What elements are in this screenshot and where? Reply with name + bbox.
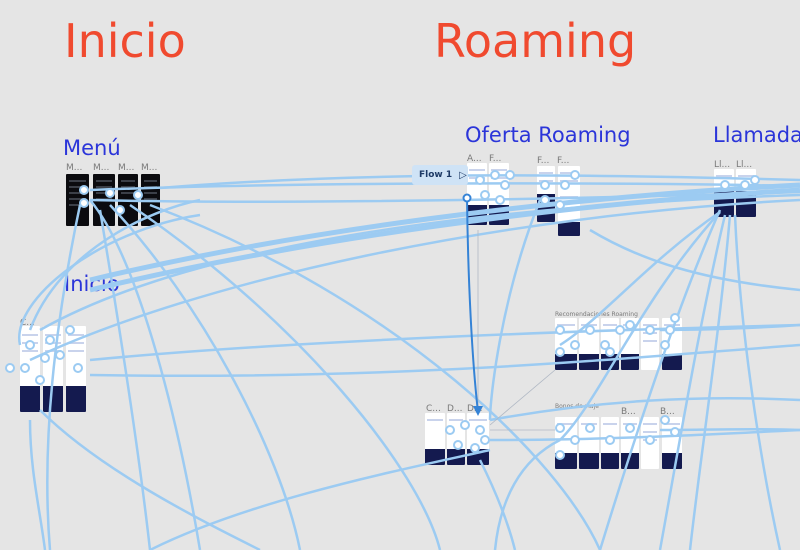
- frame-label[interactable]: A...: [467, 154, 482, 164]
- frame-label[interactable]: M...: [93, 163, 110, 173]
- play-icon[interactable]: ▷: [459, 169, 467, 181]
- frame-label[interactable]: F...: [537, 156, 550, 166]
- section-title-inicio: Inicio: [64, 14, 186, 68]
- flow-start-button[interactable]: Flow 1 ▷: [412, 165, 468, 185]
- frame-label[interactable]: D...: [447, 404, 463, 414]
- frame-label[interactable]: B...: [660, 407, 675, 417]
- section-title-roaming: Roaming: [434, 14, 637, 68]
- frame-label[interactable]: C...: [426, 404, 441, 414]
- group-title-llamada[interactable]: Llamada: [713, 123, 800, 147]
- frame-label[interactable]: M...: [66, 163, 83, 173]
- frame-label[interactable]: F...: [489, 154, 502, 164]
- inicio-frame[interactable]: [20, 326, 40, 412]
- flow-label: Flow 1: [419, 170, 453, 180]
- frame-label[interactable]: M...: [118, 163, 135, 173]
- frame-label[interactable]: B...: [621, 407, 636, 417]
- frame-label[interactable]: Ll...: [714, 160, 731, 170]
- group-title-oferta-roaming[interactable]: Oferta Roaming: [465, 123, 631, 147]
- frame-label[interactable]: Ll...: [736, 160, 753, 170]
- group-title-menu[interactable]: Menú: [63, 136, 121, 160]
- frame-label[interactable]: C...: [20, 318, 35, 328]
- frame-label[interactable]: M...: [141, 163, 158, 173]
- frame-label[interactable]: F...: [557, 156, 570, 166]
- frame-label[interactable]: Recomendaciones Roaming: [555, 311, 638, 318]
